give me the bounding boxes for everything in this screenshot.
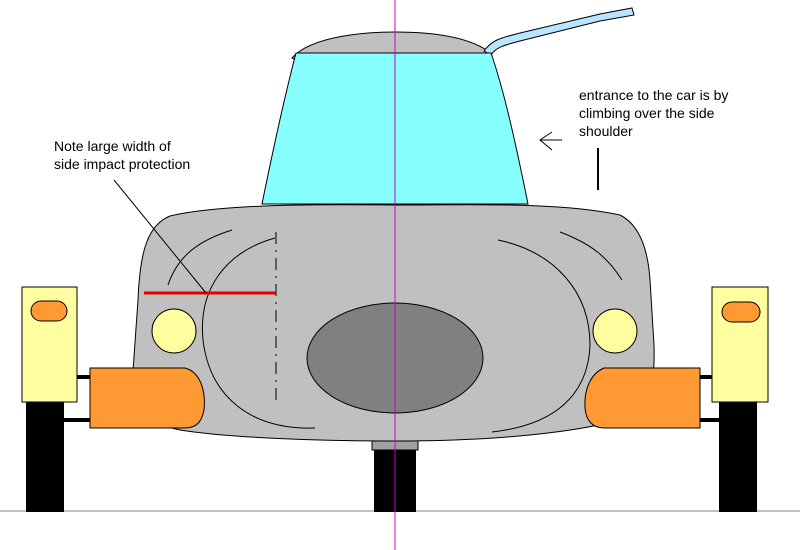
entrance-note-line-1: entrance to the car is by [579, 87, 729, 103]
left-fender-arc-outer [167, 229, 233, 286]
entrance-arrow-icon [539, 131, 562, 151]
right-headlight [592, 308, 638, 354]
mirror-arm [483, 7, 635, 56]
left-headlight [151, 308, 197, 354]
right-fender-arc-inner [491, 239, 591, 433]
right-panel-light [721, 301, 761, 323]
left-fender-arc-inner [201, 237, 316, 429]
left-indicator [89, 367, 205, 429]
side-impact-note-line-2: side impact protection [54, 156, 191, 172]
right-indicator [584, 367, 701, 429]
entrance-note-line-2: climbing over the side [579, 105, 715, 121]
left-side-panel [21, 286, 78, 403]
right-wheel [719, 395, 757, 512]
left-panel-light [30, 300, 68, 322]
note-leader-line [113, 179, 207, 294]
right-fender-arc-outer [559, 231, 623, 281]
side-impact-note-line-1: Note large width of [54, 138, 171, 154]
entrance-note: entrance to the car is by climbing over … [579, 86, 728, 140]
side-impact-note: Note large width of side impact protecti… [54, 137, 190, 173]
entrance-note-line-3: shoulder [579, 123, 633, 139]
left-wheel [26, 395, 64, 512]
